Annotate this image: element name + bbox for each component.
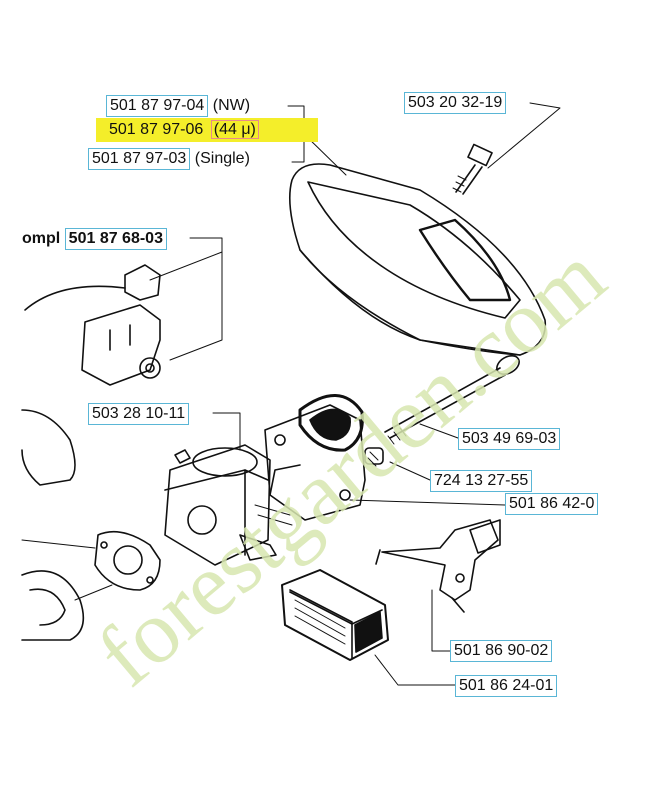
label-micron: 501 87 97-06 (44 μ) (106, 120, 259, 140)
top-screw-drawing (452, 143, 493, 195)
part-number-box[interactable]: 501 87 97-03 (88, 148, 191, 170)
label-bolt: 503 49 69-03 (458, 428, 561, 450)
highlight-band (96, 118, 318, 142)
part-number-box[interactable]: 501 87 97-04 (106, 95, 209, 117)
label-kit: ompl 501 87 68-03 (22, 228, 167, 250)
kit-prefix: ompl (22, 230, 61, 247)
part-number-box[interactable]: 503 28 10-11 (88, 403, 190, 425)
label-intake: 501 86 42-0 (505, 493, 599, 515)
part-suffix: (NW) (212, 97, 251, 114)
label-screw-small: 724 13 27-55 (430, 470, 533, 492)
filter-cover-drawing (288, 163, 547, 356)
choke-lever-drawing (375, 519, 501, 613)
carburetor-drawing (164, 444, 293, 566)
label-filter-block: 501 86 24-01 (455, 675, 558, 697)
label-screw-top: 503 20 32-19 (404, 92, 507, 114)
filter-block-drawing (281, 569, 389, 661)
part-number-box[interactable]: 724 13 27-55 (430, 470, 533, 492)
label-choke: 501 86 90-02 (450, 640, 553, 662)
part-number-box[interactable]: 501 86 90-02 (450, 640, 553, 662)
part-number-box[interactable]: 503 20 32-19 (404, 92, 507, 114)
left-partial-parts-drawing (21, 409, 85, 641)
small-screw-drawing (364, 447, 384, 467)
label-single: 501 87 97-03 (Single) (88, 148, 250, 170)
long-bolt-drawing (384, 355, 520, 445)
part-suffix-box: (44 μ) (210, 120, 259, 139)
label-carb: 503 28 10-11 (88, 403, 190, 425)
part-number-box[interactable]: 501 87 68-03 (64, 228, 167, 250)
part-number-text[interactable]: 501 87 97-06 (109, 121, 204, 138)
leader-lines (21, 102, 561, 686)
part-number-box[interactable]: 501 86 24-01 (455, 675, 558, 697)
part-number-box[interactable]: 501 86 42-0 (505, 493, 599, 515)
part-number-box[interactable]: 503 49 69-03 (458, 428, 561, 450)
label-nw: 501 87 97-04 (NW) (106, 95, 250, 117)
gasket-drawing (94, 530, 161, 591)
sensor-kit-drawing (24, 264, 161, 386)
part-suffix: (Single) (194, 150, 250, 167)
intake-adapter-drawing (264, 394, 366, 521)
